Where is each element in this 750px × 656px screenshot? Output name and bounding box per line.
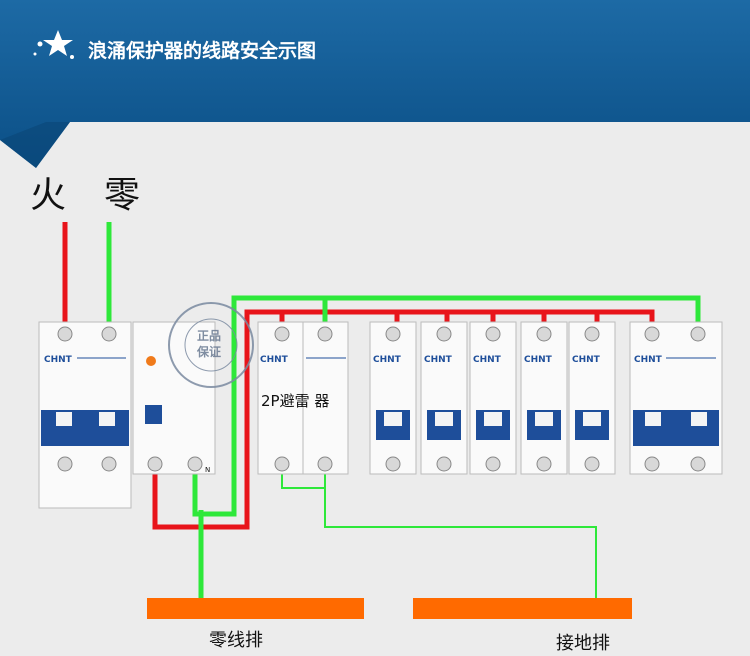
neutral-bar <box>147 598 364 619</box>
neutral-bar-label: 零线排 <box>209 630 263 651</box>
live-label: 火 <box>30 175 66 216</box>
brand-label: CHNT <box>260 355 289 365</box>
header-banner <box>0 0 750 168</box>
branch-breaker: CHNT <box>469 321 517 475</box>
ground-bar <box>413 598 632 619</box>
brand-label: CHNT <box>373 355 402 365</box>
brand-label: CHNT <box>473 355 502 365</box>
brand-label: CHNT <box>634 355 663 365</box>
main-breaker: CHNT <box>38 321 132 509</box>
arrester-label: 2P避雷 器 <box>261 392 329 410</box>
surge-arrester: CHNT 2P避雷 器 <box>257 321 349 475</box>
svg-text:保证: 保证 <box>196 344 221 359</box>
ground-bar-label: 接地排 <box>556 633 610 654</box>
stamp-text: 正品 <box>197 329 221 343</box>
neutral-label: 零 <box>104 175 140 216</box>
brand-label: CHNT <box>524 355 553 365</box>
branch-breaker: CHNT <box>369 321 417 475</box>
brand-label: CHNT <box>424 355 453 365</box>
star-icon <box>33 30 74 59</box>
brand-label: CHNT <box>44 355 73 365</box>
branch-breaker-2p: CHNT <box>629 321 723 475</box>
n-terminal-label: N <box>205 466 210 474</box>
leakage-module: N <box>132 321 216 475</box>
brand-label: CHNT <box>572 355 601 365</box>
ground-wires <box>281 464 597 607</box>
branch-breaker: CHNT <box>420 321 468 475</box>
branch-breaker: CHNT <box>520 321 568 475</box>
watermark-stamp: 正品 保证 <box>168 302 254 388</box>
branch-breakers: CHNT CHNT CHNT CHNT CHNT <box>369 321 616 475</box>
branch-breaker: CHNT <box>568 321 616 475</box>
page-title: 浪涌保护器的线路安全示图 <box>88 39 316 62</box>
